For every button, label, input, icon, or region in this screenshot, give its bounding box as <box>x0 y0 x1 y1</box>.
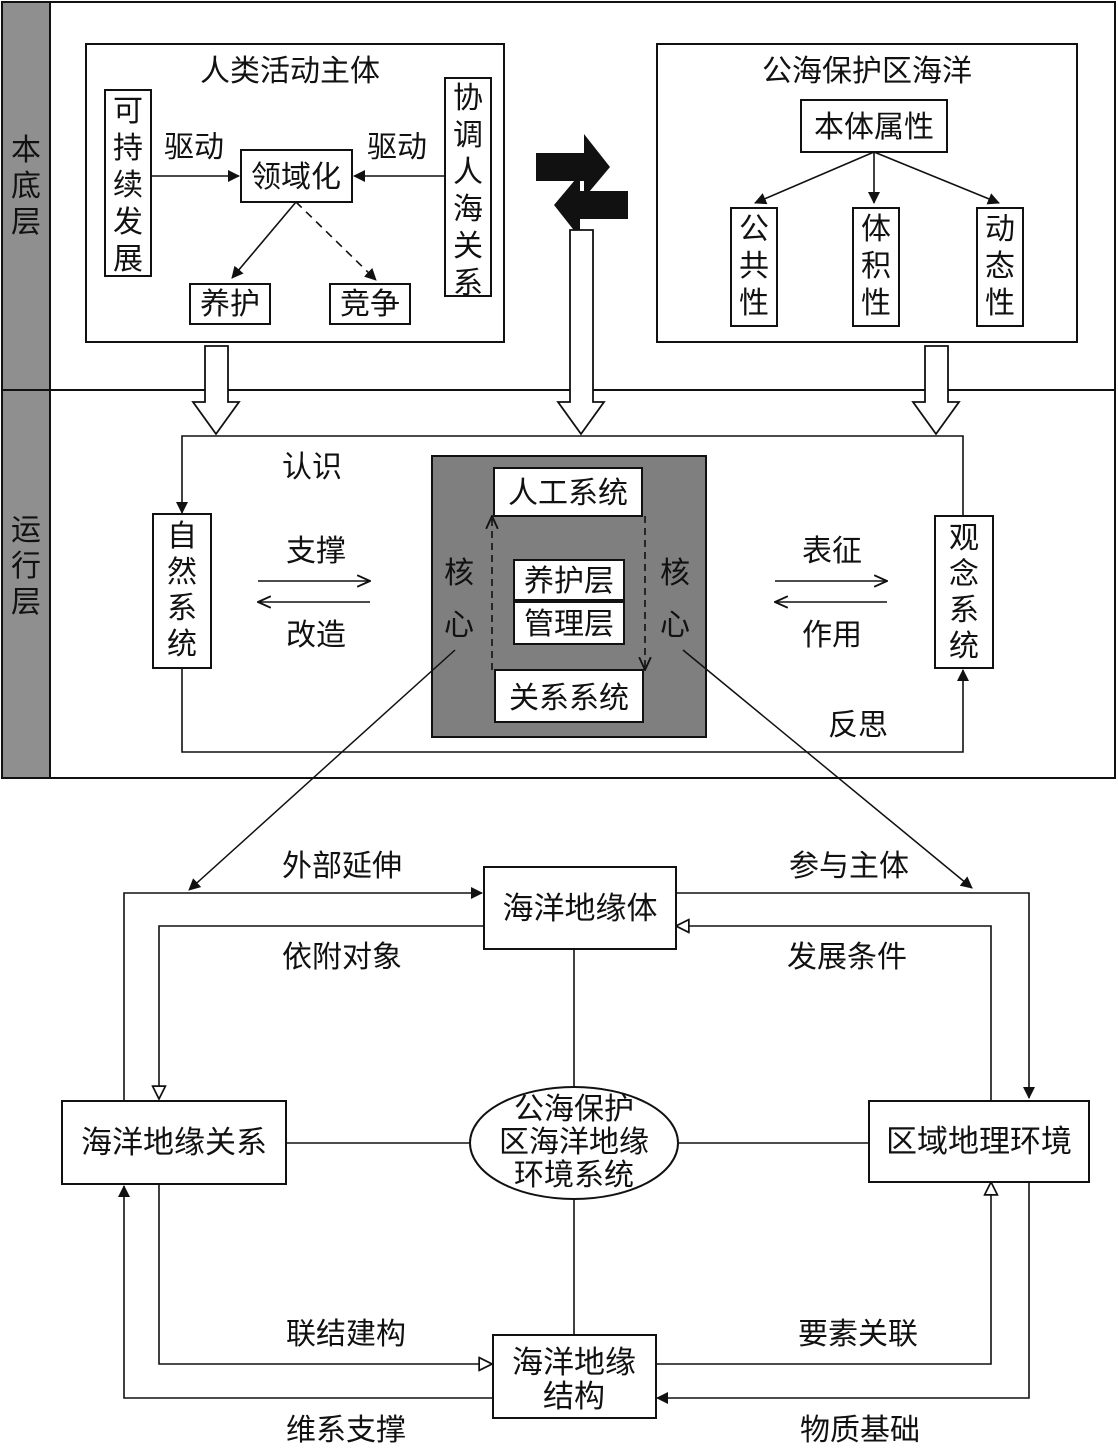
relation-system-label: 关系系统 <box>509 681 629 716</box>
drive-right-label: 驱动 <box>367 130 427 165</box>
management-layer-label: 管理层 <box>524 607 614 642</box>
coordination-box <box>444 77 492 297</box>
support-label: 支撑 <box>286 534 346 569</box>
ontology-label: 本体属性 <box>814 110 934 145</box>
element-link-path <box>656 1182 991 1365</box>
operation-layer-label: 运行层 <box>11 513 41 620</box>
element-link-label: 要素关联 <box>798 1317 918 1352</box>
territorialization-box <box>240 149 353 203</box>
to-maintenance-arrow <box>231 201 297 279</box>
publicness-box <box>730 207 778 327</box>
geo-relation-label: 海洋地缘关系 <box>81 1125 267 1161</box>
natural-system-box <box>152 513 212 669</box>
base-layer-label: 本底层 <box>11 133 41 240</box>
regional-environment-box <box>868 1100 1090 1183</box>
linking-path <box>158 1184 492 1364</box>
linking-label: 联结建构 <box>286 1317 406 1352</box>
reflection-label: 反思 <box>828 708 888 743</box>
maintenance-label: 养护 <box>200 287 260 322</box>
cognition-label: 认识 <box>282 450 342 485</box>
drive-left-label: 驱动 <box>164 130 224 165</box>
artificial-system-label: 人工系统 <box>508 476 628 511</box>
dependent-object-label: 依附对象 <box>282 940 402 975</box>
core-left-to-lower-arrow <box>188 649 456 891</box>
sustainable-label: 可持续发展 <box>113 94 143 277</box>
natural-system-label: 自然系统 <box>167 519 197 662</box>
act-label: 作用 <box>802 618 862 653</box>
ontology-box <box>800 99 948 153</box>
volume-label: 体积性 <box>861 212 891 321</box>
participant-label: 参与主体 <box>789 849 909 884</box>
geo-structure-label: 海洋地缘结构 <box>512 1345 636 1415</box>
concept-system-box <box>934 515 994 669</box>
dependent-object-path <box>159 925 486 1099</box>
to-competition-arrow <box>295 201 377 281</box>
geo-structure-box <box>492 1334 657 1419</box>
external-extension-label: 外部延伸 <box>282 849 402 884</box>
geo-body-box <box>483 866 677 950</box>
ocean-title: 公海保护区海洋 <box>762 54 972 89</box>
sustaining-label: 维系支撑 <box>286 1413 406 1448</box>
core-left-label: 核心 <box>444 556 474 643</box>
publicness-label: 公共性 <box>739 212 769 321</box>
development-label: 发展条件 <box>787 940 907 975</box>
competition-box <box>329 283 411 325</box>
represent-label: 表征 <box>802 534 862 569</box>
competition-label: 竞争 <box>340 287 400 322</box>
management-layer-box <box>513 601 625 645</box>
core-right-label: 核心 <box>660 556 690 643</box>
center-system-ellipse <box>469 1086 679 1200</box>
dynamics-label: 动态性 <box>985 212 1015 321</box>
sustainable-box <box>104 89 152 277</box>
hollow-arrow-left <box>191 345 241 436</box>
participant-path <box>675 892 1035 1099</box>
maintenance-box <box>189 283 271 325</box>
human-subject-box <box>85 43 505 343</box>
maintenance-layer-box <box>513 559 625 601</box>
material-basis-label: 物质基础 <box>800 1413 920 1448</box>
volume-box <box>852 207 900 327</box>
coordination-label: 协调人海关系 <box>453 81 483 301</box>
geo-body-label: 海洋地缘体 <box>503 891 658 927</box>
exchange-icon <box>536 134 628 238</box>
external-extension-path <box>123 887 483 1102</box>
regional-environment-label: 区域地理环境 <box>886 1124 1072 1160</box>
transform-label: 改造 <box>286 618 346 653</box>
relation-system-box <box>494 669 644 723</box>
cognition-loop <box>176 435 964 515</box>
reflection-loop <box>181 668 969 753</box>
artificial-system-box <box>493 467 643 517</box>
geo-relation-box <box>61 1100 287 1185</box>
center-system-label: 公海保护区海洋地缘环境系统 <box>499 1092 649 1193</box>
concept-system-label: 观念系统 <box>949 521 979 664</box>
hollow-arrow-right <box>911 345 961 436</box>
maintenance-layer-label: 养护层 <box>524 564 614 599</box>
human-subject-title: 人类活动主体 <box>200 54 380 89</box>
ocean-box <box>656 43 1078 343</box>
dynamics-box <box>976 207 1024 327</box>
development-path <box>676 926 992 1101</box>
material-basis-path <box>656 1182 1030 1404</box>
territorialization-label: 领域化 <box>251 160 341 195</box>
sustaining-path <box>118 1185 493 1399</box>
core-right-to-lower-arrow <box>682 649 973 889</box>
hollow-arrow-middle <box>556 229 606 436</box>
